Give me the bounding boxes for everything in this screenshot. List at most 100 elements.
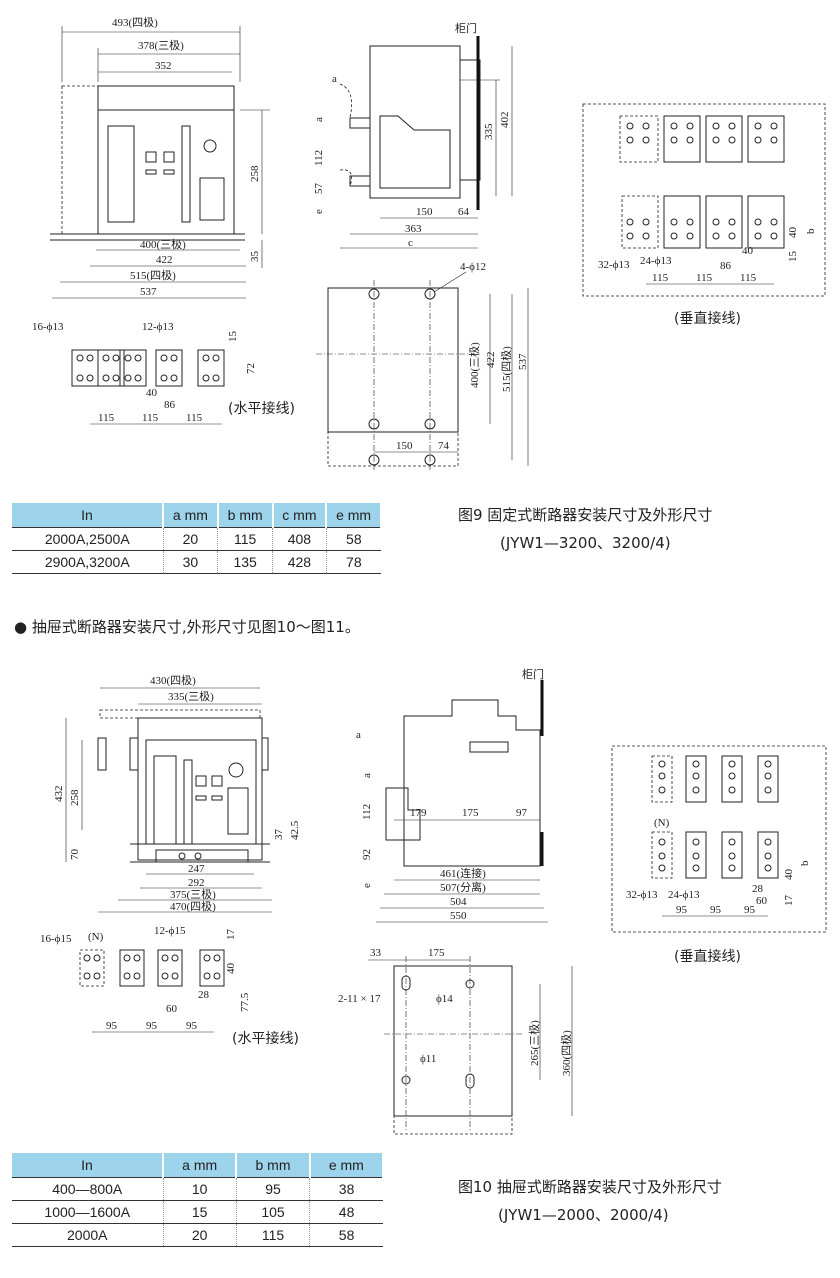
fig10-table: In a mm b mm e mm 400—800A 10 95 38 1000… — [12, 1153, 385, 1247]
table-row: 2900A,3200A 30 135 428 78 — [12, 550, 381, 574]
fig10-r1-a: 10 — [162, 1177, 237, 1201]
fig9-table-header: In a mm b mm c mm e mm — [12, 503, 382, 528]
dim-92: 92 — [361, 849, 373, 860]
dim-40-f10: 40 — [783, 869, 795, 881]
fig10-r1-in: 400—800A — [12, 1177, 163, 1201]
dim-258: 258 — [249, 165, 261, 182]
dim-150-side: 150 — [416, 206, 433, 218]
fig9-r2-b: 135 — [217, 550, 273, 574]
fig10-side-view: 柜门 a a 112 92 e 179 175 97 461(连接) 507(分… — [356, 667, 548, 923]
dim-32phi13-f10: 32-ϕ13 — [626, 889, 658, 901]
dim-28-f10: 28 — [752, 883, 764, 895]
dim-115vc: 115 — [740, 272, 757, 284]
dim-470: 470(四极) — [170, 899, 216, 913]
dim-40v: 40 — [787, 227, 799, 239]
dim-32phi13: 32-ϕ13 — [598, 259, 630, 271]
fig9-horizontal-label: (水平接线) — [228, 401, 295, 417]
fig9-th-e: e mm — [326, 503, 382, 528]
dim-515: 515(四极) — [130, 268, 176, 282]
dim-70: 70 — [69, 849, 81, 861]
dim-363-side: 363 — [405, 223, 422, 235]
fig9-r2-c: 428 — [272, 550, 327, 574]
dim-422: 422 — [156, 254, 173, 266]
dim-335: 335 — [483, 123, 495, 140]
dim-N-h: (N) — [88, 931, 104, 943]
door-label-fig10: 柜门 — [522, 667, 544, 681]
dim-112f: 112 — [361, 804, 373, 820]
dim-537v: 537 — [517, 353, 529, 370]
fig10-r1-e: 38 — [309, 1177, 383, 1201]
dim-335: 335(三极) — [168, 689, 214, 703]
dim-95b: 95 — [146, 1020, 158, 1032]
dim-17-f10: 17 — [783, 895, 795, 907]
dim-400: 400(三极) — [140, 237, 186, 251]
fig10-vertical-label: (垂直接线) — [674, 949, 741, 965]
fig10-vertical-wiring: (N) 32-ϕ13 24-ϕ13 b 40 28 60 17 95 95 95 — [611, 745, 827, 933]
dim-175p: 175 — [428, 947, 445, 959]
fig9-th-a: a mm — [163, 503, 219, 528]
dim-115va: 115 — [652, 272, 669, 284]
fig10-r2-e: 48 — [309, 1200, 383, 1224]
fig9-th-in: In — [12, 503, 164, 528]
dim-115vb: 115 — [696, 272, 713, 284]
fig10-th-b: b mm — [236, 1153, 311, 1178]
fig9-r1-in: 2000A,2500A — [12, 527, 163, 551]
fig10-r2-a: 15 — [162, 1200, 237, 1224]
fig9-th-c: c mm — [272, 503, 328, 528]
dim-115a: 115 — [98, 412, 115, 424]
dim-504: 504 — [450, 896, 467, 908]
dim-24phi13-f10: 24-ϕ13 — [668, 889, 700, 901]
fig10-drawing: 430(四极) 335(三极) 432 258 70 37 42.5 247 2… — [40, 667, 827, 1135]
dim-35: 35 — [249, 251, 261, 263]
dim-phi11: ϕ11 — [420, 1053, 436, 1065]
dim-97: 97 — [516, 807, 528, 819]
dim-507: 507(分离) — [440, 880, 486, 894]
dim-12phi15: 12-ϕ15 — [154, 925, 186, 937]
dim-slot: 2-11 × 17 — [338, 993, 381, 1005]
bullet-text: 抽屉式断路器安装尺寸,外形尺寸见图10～图11。 — [31, 618, 360, 636]
dim-c-side: c — [408, 237, 413, 249]
door-label-fig9: 柜门 — [455, 21, 477, 35]
dim-37: 37 — [273, 829, 285, 841]
fig9-th-b: b mm — [217, 503, 274, 528]
fig9-r2-e: 78 — [325, 550, 381, 574]
fig9-side-view: 柜门 335 402 a 112 57 e a 150 64 363 c — [313, 21, 513, 249]
dim-95va: 95 — [676, 904, 688, 916]
dim-258f: 258 — [69, 789, 81, 806]
fig9-vertical-label: (垂直接线) — [674, 311, 741, 327]
table-row: 400—800A 10 95 38 — [12, 1177, 383, 1201]
dim-430: 430(四极) — [150, 673, 196, 687]
fig10-caption-title: 图10 抽屉式断路器安装尺寸及外形尺寸 — [458, 1178, 722, 1196]
dim-115c: 115 — [186, 412, 203, 424]
dim-422v: 422 — [485, 352, 497, 369]
fig10-r3-b: 115 — [235, 1223, 310, 1247]
fig10-horizontal-wiring: 16-ϕ15 (N) 12-ϕ15 17 40 28 60 77.5 95 95… — [40, 925, 251, 1033]
dim-112-side: 112 — [313, 150, 325, 166]
dim-bv: b — [805, 228, 817, 234]
fig10-mount-plan: 33 175 2-11 × 17 ϕ14 ϕ11 265(三极) 360(四极) — [338, 947, 573, 1135]
dim-e-side: e — [313, 209, 325, 214]
dim-461: 461(连接) — [440, 867, 486, 880]
dim-33: 33 — [370, 947, 382, 959]
dim-60-f10: 60 — [756, 895, 768, 907]
dim-a-top: a — [356, 729, 361, 741]
fig9-r2-in: 2900A,3200A — [12, 550, 163, 574]
fig9-drawing: 493(四极) 378(三极) 352 258 35 400(三极) 422 5… — [32, 15, 826, 470]
dim-28h: 28 — [198, 989, 210, 1001]
dim-17h: 17 — [225, 929, 237, 941]
table-row: 2000A,2500A 20 115 408 58 — [12, 527, 381, 551]
dim-15h: 15 — [227, 331, 239, 343]
dim-247: 247 — [188, 863, 205, 875]
dim-150b: 150 — [396, 440, 413, 452]
fig9-mount-plan: 4-ϕ12 400(三极) 422 515(四极) 537 150 74 — [316, 261, 529, 470]
dim-402: 402 — [499, 112, 511, 129]
dim-a-side-2: a — [313, 117, 325, 122]
dim-400v: 400(三极) — [467, 342, 481, 388]
fig10-r3-a: 20 — [162, 1223, 237, 1247]
dim-74b: 74 — [438, 440, 450, 452]
dim-292: 292 — [188, 877, 205, 889]
dim-16phi15: 16-ϕ15 — [40, 933, 72, 945]
fig9-r1-b: 115 — [217, 527, 273, 551]
dim-a-side: a — [332, 73, 337, 85]
dim-15v: 15 — [787, 251, 799, 263]
